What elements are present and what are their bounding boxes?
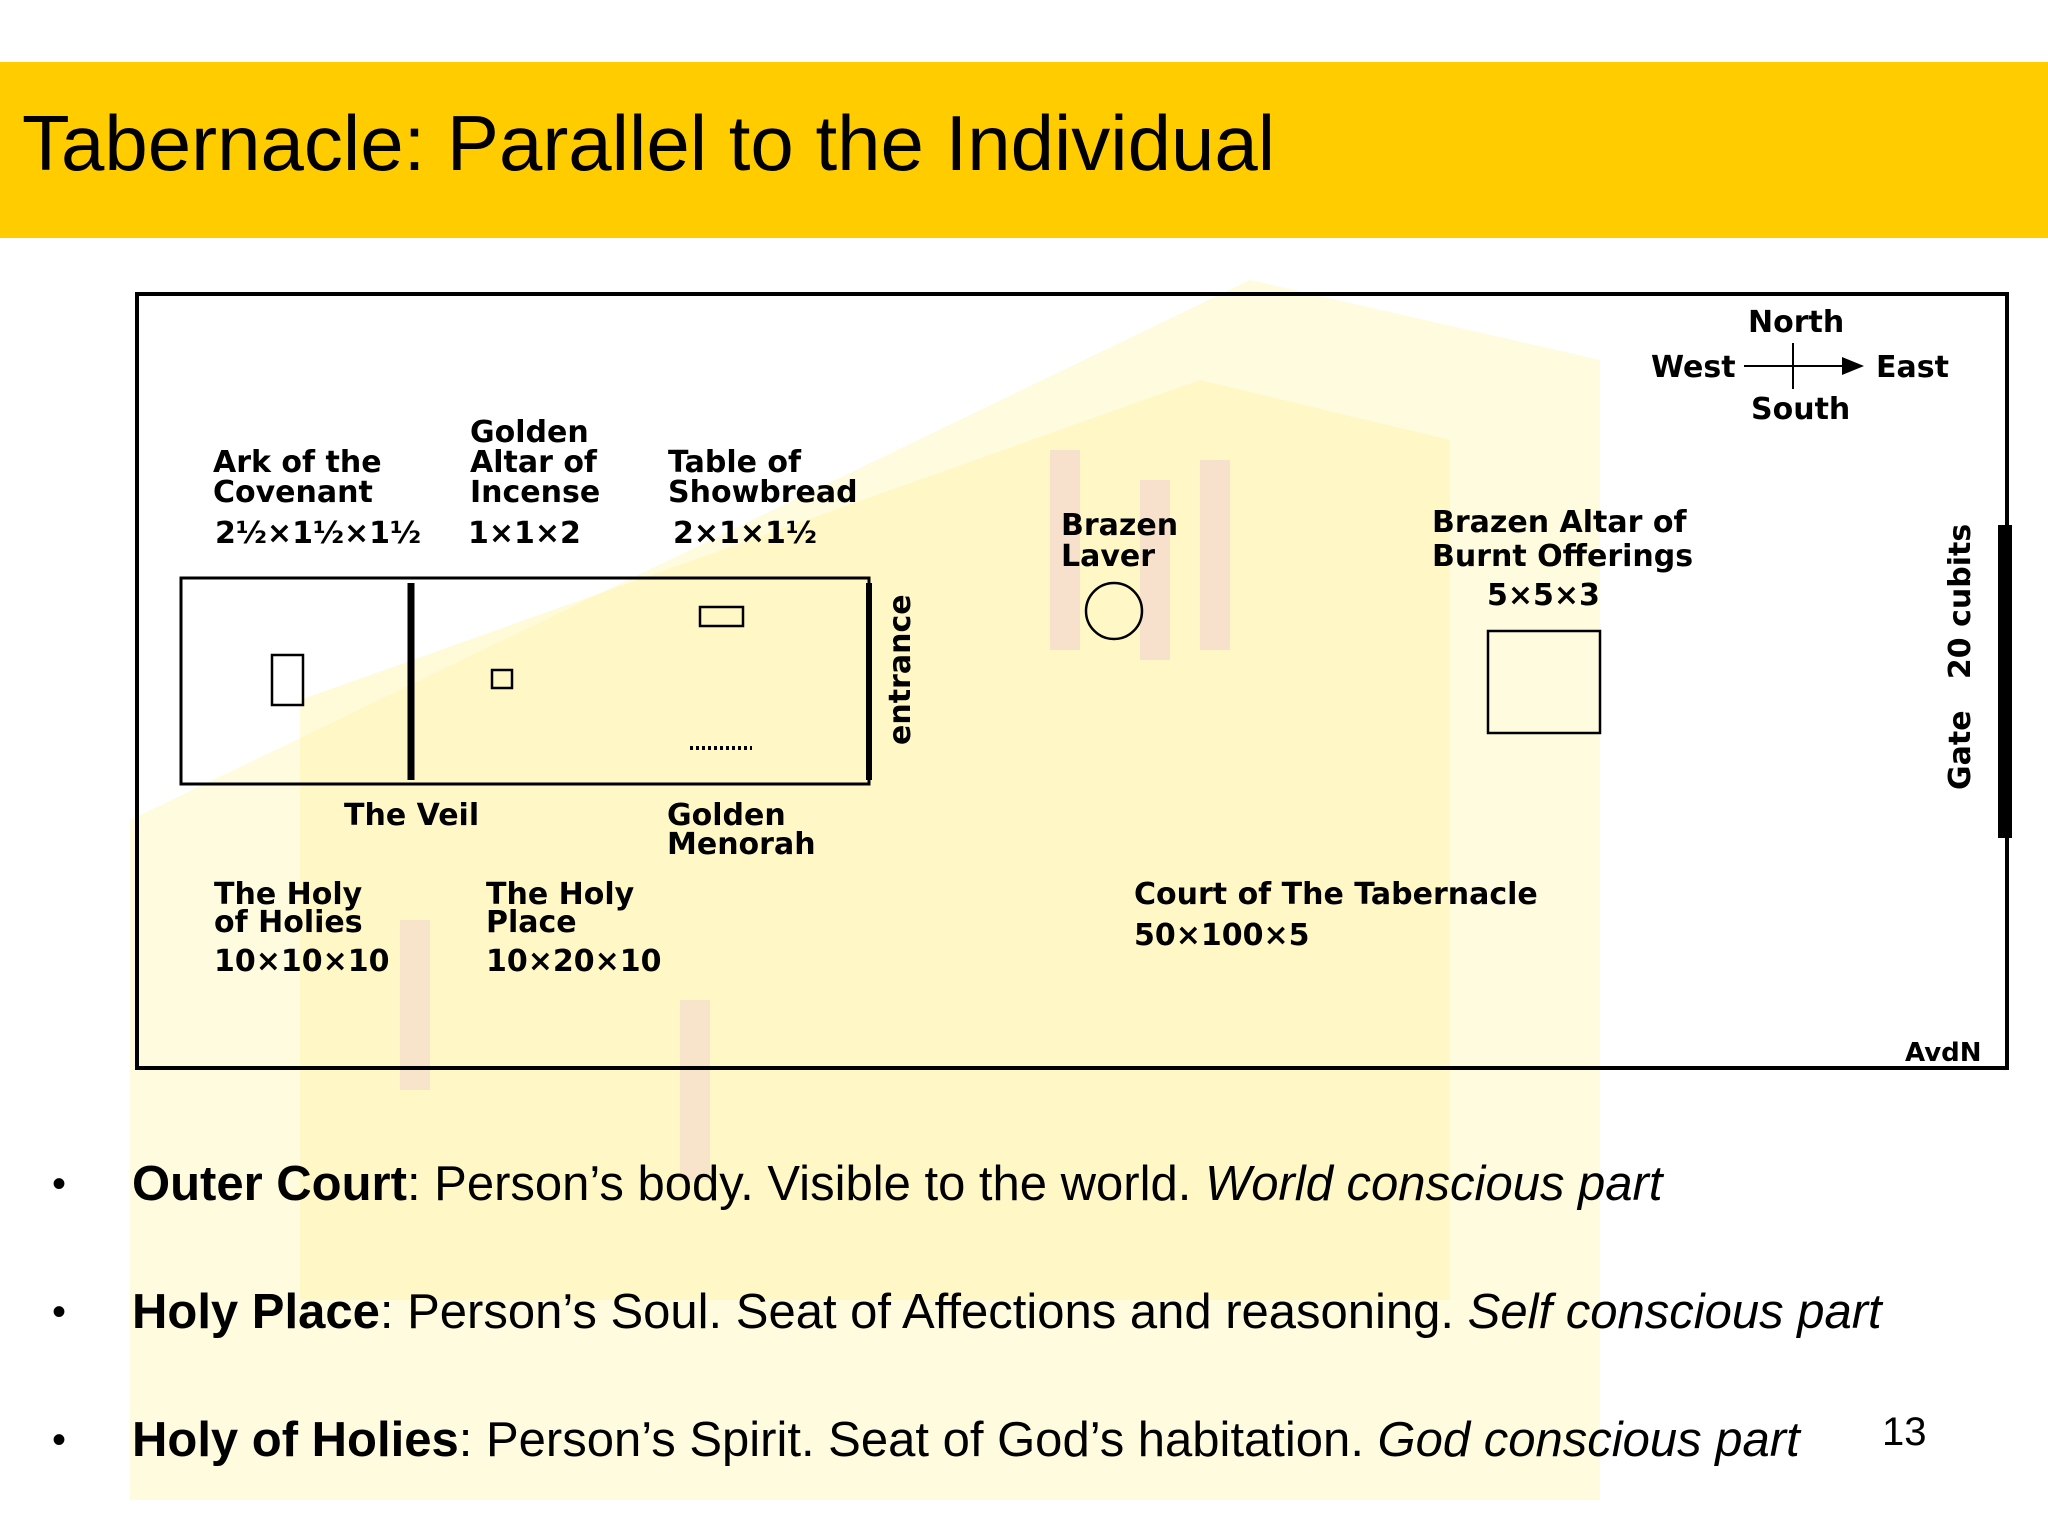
holy-place-dims: 10×20×10: [486, 944, 662, 979]
bullet-term: Holy of Holies: [132, 1413, 459, 1467]
incense-dims: 1×1×2: [468, 516, 581, 551]
gate-label: Gate 20 cubits: [1943, 524, 1978, 790]
bullet-note: God conscious part: [1377, 1413, 1800, 1467]
holy-of-holies-label-line1: The Holy: [214, 877, 363, 912]
title-bar: [0, 62, 2048, 238]
list-item: • Holy of Holies: Person’s Spirit. Seat …: [0, 1410, 2048, 1470]
court-dims: 50×100×5: [1134, 918, 1310, 953]
ark-label-line1: Ark of the: [213, 445, 382, 480]
brazen-altar-label-line1: Brazen Altar of: [1432, 505, 1687, 540]
slide-title: Tabernacle: Parallel to the Individual: [22, 99, 1276, 187]
compass: North South West East: [1651, 305, 1949, 427]
brazen-altar-symbol: [1486, 629, 1602, 735]
showbread-label-line1: Table of: [668, 445, 802, 480]
laver-label-line2: Laver: [1061, 539, 1155, 574]
holy-of-holies-label-line2: of Holies: [214, 905, 363, 940]
bullet-dot-icon: •: [52, 1162, 67, 1206]
bullet-term: Holy Place: [132, 1285, 380, 1339]
incense-label-line1: Golden: [470, 415, 589, 450]
laver-label-line1: Brazen: [1061, 508, 1178, 543]
incense-label-line2: Altar of: [470, 445, 598, 480]
menorah-label-line2: Menorah: [667, 827, 816, 862]
list-item: • Holy Place: Person’s Soul. Seat of Aff…: [0, 1282, 2048, 1342]
compass-south: South: [1751, 392, 1850, 427]
bullet-description: : Person’s Soul. Seat of Affections and …: [379, 1285, 1468, 1339]
ark-dims: 2½×1½×1½: [215, 516, 421, 551]
list-item: • Outer Court: Person’s body. Visible to…: [0, 1154, 2048, 1214]
showbread-table-symbol: [698, 605, 745, 628]
compass-north: North: [1748, 305, 1844, 340]
veil-label: The Veil: [344, 798, 479, 833]
ark-label-line2: Covenant: [213, 475, 373, 510]
page-number: 13: [1882, 1410, 1927, 1454]
credit-label: AvdN: [1905, 1038, 1982, 1068]
compass-west: West: [1651, 350, 1736, 385]
showbread-dims: 2×1×1½: [673, 516, 817, 551]
ark-symbol: [270, 653, 305, 707]
bullet-text: Outer Court: Person’s body. Visible to t…: [132, 1154, 1663, 1214]
brazen-altar-dims: 5×5×3: [1487, 578, 1600, 613]
bullet-description: : Person’s Spirit. Seat of God’s habitat…: [458, 1413, 1378, 1467]
compass-east: East: [1876, 350, 1949, 385]
bullet-description: : Person’s body. Visible to the world.: [406, 1157, 1205, 1211]
incense-label-line3: Incense: [470, 475, 600, 510]
bullet-dot-icon: •: [52, 1290, 67, 1334]
holy-of-holies-dims: 10×10×10: [214, 944, 390, 979]
laver-symbol: [1084, 581, 1144, 641]
bullet-text: Holy Place: Person’s Soul. Seat of Affec…: [132, 1282, 1882, 1342]
bullet-note: Self conscious part: [1467, 1285, 1882, 1339]
bullet-note: World conscious part: [1204, 1157, 1663, 1211]
court-label: Court of The Tabernacle: [1134, 877, 1538, 912]
compass-arrow-icon: [1842, 357, 1864, 375]
bullet-text: Holy of Holies: Person’s Spirit. Seat of…: [132, 1410, 1800, 1470]
bullet-dot-icon: •: [52, 1418, 67, 1462]
holy-place-label-line2: Place: [486, 905, 577, 940]
bullet-term: Outer Court: [132, 1157, 407, 1211]
menorah-label-line1: Golden: [667, 798, 786, 833]
holy-place-label-line1: The Holy: [486, 877, 635, 912]
brazen-altar-label-line2: Burnt Offerings: [1432, 539, 1693, 574]
showbread-label-line2: Showbread: [668, 475, 858, 510]
incense-altar-symbol: [490, 668, 514, 690]
entrance-label: entrance: [883, 594, 918, 745]
